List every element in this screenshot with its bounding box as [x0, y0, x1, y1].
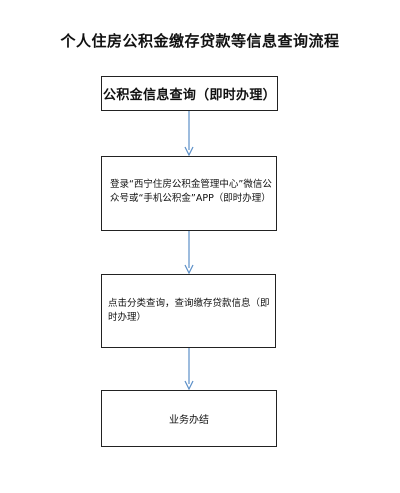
step-3-classify-box: 点击分类查询，查询缴存贷款信息（即时办理）	[101, 274, 276, 348]
arrow-1-icon	[184, 111, 194, 156]
step-3-label: 点击分类查询，查询缴存贷款信息（即时办理）	[108, 298, 270, 323]
step-2-login-box: 登录“西宁住房公积金管理中心”微信公众号或“手机公积金”APP（即时办理）	[101, 156, 277, 231]
arrow-2-icon	[184, 231, 194, 274]
step-2-label: 登录“西宁住房公积金管理中心”微信公众号或“手机公积金”APP（即时办理）	[110, 179, 272, 204]
step-1-query-box: 公积金信息查询（即时办理）	[101, 76, 278, 111]
step-1-label: 公积金信息查询（即时办理）	[103, 88, 276, 103]
step-4-label: 业务办结	[169, 415, 209, 426]
step-4-complete-box: 业务办结	[101, 390, 277, 447]
diagram-title: 个人住房公积金缴存贷款等信息查询流程	[60, 32, 340, 50]
arrow-3-icon	[184, 348, 194, 390]
